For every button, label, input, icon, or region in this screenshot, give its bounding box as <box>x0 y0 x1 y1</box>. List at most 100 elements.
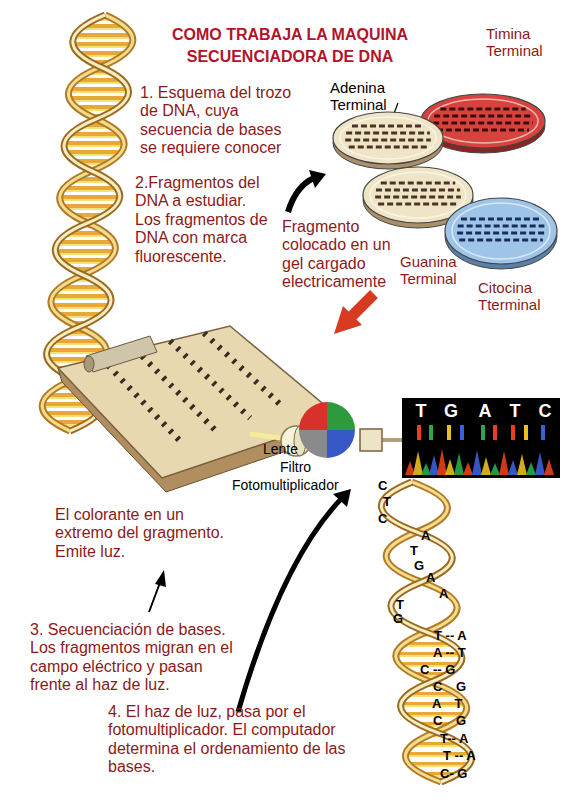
base-letter: T <box>410 544 418 559</box>
annotation-text: El colorante en un extremo del gragmento… <box>55 506 240 561</box>
signal-peak <box>463 462 473 475</box>
base-letter: A <box>439 587 448 602</box>
signal-bar <box>493 425 497 440</box>
gel-lane <box>101 358 180 441</box>
gel-band <box>433 122 533 125</box>
base-letter: T <box>412 402 430 422</box>
arrow-head <box>334 306 362 334</box>
signal-peak <box>429 455 439 475</box>
curved-arrow <box>288 178 314 212</box>
dish-rim <box>445 198 557 264</box>
gel-lane <box>170 341 250 418</box>
signal-peak <box>535 452 545 475</box>
signal-bar <box>417 425 421 440</box>
signal-bar <box>460 425 464 440</box>
gel-lane <box>204 333 284 408</box>
signal-peak <box>517 454 527 475</box>
sample-tube-end <box>84 356 94 372</box>
base-letter: C <box>378 479 387 494</box>
dish-gel <box>370 172 466 218</box>
signal-peaks <box>405 449 554 475</box>
signal-bar <box>447 425 451 440</box>
signal-bar <box>524 425 528 440</box>
signal-peak <box>437 449 447 475</box>
node-label: Adenina Terminal <box>330 80 410 113</box>
node-label: Citocina Tterminal <box>478 280 568 313</box>
base-letter: G <box>442 402 460 422</box>
base-letter: C -- G <box>420 663 455 678</box>
gel-bands <box>433 109 533 130</box>
gel-band <box>378 203 458 206</box>
petri-dish-shape <box>332 110 444 170</box>
signal-bar <box>429 425 433 440</box>
node-label: Timina Terminal <box>486 26 566 59</box>
base-letter: G <box>414 559 424 574</box>
base-letter: A -- T <box>433 646 466 661</box>
signal-peak <box>445 459 455 475</box>
dna-strand <box>379 482 474 782</box>
gel-band <box>349 146 427 149</box>
signal-peak <box>508 460 518 475</box>
arrow-head <box>309 170 326 188</box>
dish-gel <box>340 117 436 159</box>
filter-sector <box>327 402 355 430</box>
gel-band <box>376 189 460 192</box>
signal-bar <box>481 425 485 440</box>
dna-helix <box>379 482 474 782</box>
base-letter: C- G <box>440 767 467 782</box>
annotation-text: Fotomultiplicador <box>232 477 339 493</box>
petri-dish: Adenina Terminal <box>332 110 444 170</box>
gel-bands <box>457 219 545 240</box>
annotation-text: 1. Esquema del trozo de DNA, cuya secuen… <box>140 84 292 158</box>
signal-peak <box>413 451 423 475</box>
gel-band <box>459 239 543 242</box>
gel-band <box>346 132 430 135</box>
cable <box>382 438 404 442</box>
dish-gel <box>428 99 538 143</box>
petri-dish: Citocina Tterminal <box>444 196 558 270</box>
base-letter: T <box>506 402 524 422</box>
filter-sector <box>299 402 327 430</box>
base-letter: G <box>393 612 403 627</box>
curved-arrow <box>238 498 342 712</box>
signal-peak <box>490 463 500 475</box>
base-letter: A <box>476 402 494 422</box>
base-letter: C <box>536 402 554 422</box>
signal-bar <box>541 425 545 440</box>
gel-band <box>458 225 545 228</box>
petri-dish-shape <box>444 196 558 270</box>
base-letter: T-- A <box>440 732 468 747</box>
gel-band <box>345 139 431 142</box>
gel-band <box>434 115 532 118</box>
gel-band <box>437 129 529 132</box>
photomultiplier <box>360 429 382 451</box>
base-letter: A <box>421 529 430 544</box>
base-letter: C G <box>433 714 466 729</box>
annotation-text: 2.Fragmentos del DNA a estudiar. Los fra… <box>135 174 275 266</box>
gel-plate <box>58 326 340 478</box>
filter-sector <box>299 430 327 458</box>
annotation-text: Lente <box>263 441 298 457</box>
gel-band <box>375 196 461 199</box>
signal-peak <box>499 451 509 475</box>
signal-bars <box>417 425 545 440</box>
base-letter: C <box>378 512 387 527</box>
diagram-title: COMO TRABAJA LA MAQUINA SECUENCIADORA DE… <box>140 24 440 68</box>
arrow-head <box>155 570 166 587</box>
gel-band <box>461 218 541 221</box>
dna-strand <box>379 482 474 782</box>
base-letter: A T <box>432 697 462 712</box>
signal-peak <box>526 462 536 475</box>
base-letter: T -- A <box>434 629 467 644</box>
annotation-text: Fragmento colocado en un gel cargado ele… <box>282 218 394 292</box>
dna-strand <box>379 482 474 782</box>
annotation-text: 3. Secuenciación de bases. Los fragmento… <box>30 621 235 695</box>
signal-peak <box>454 453 464 475</box>
base-letter: T <box>396 598 404 613</box>
dish-rim <box>421 94 545 148</box>
gel-band <box>381 182 455 185</box>
dna-strand <box>379 482 474 782</box>
signal-peak <box>472 450 482 475</box>
annotation-text: 4. El haz de luz, pasa por el fotomultip… <box>108 703 358 777</box>
